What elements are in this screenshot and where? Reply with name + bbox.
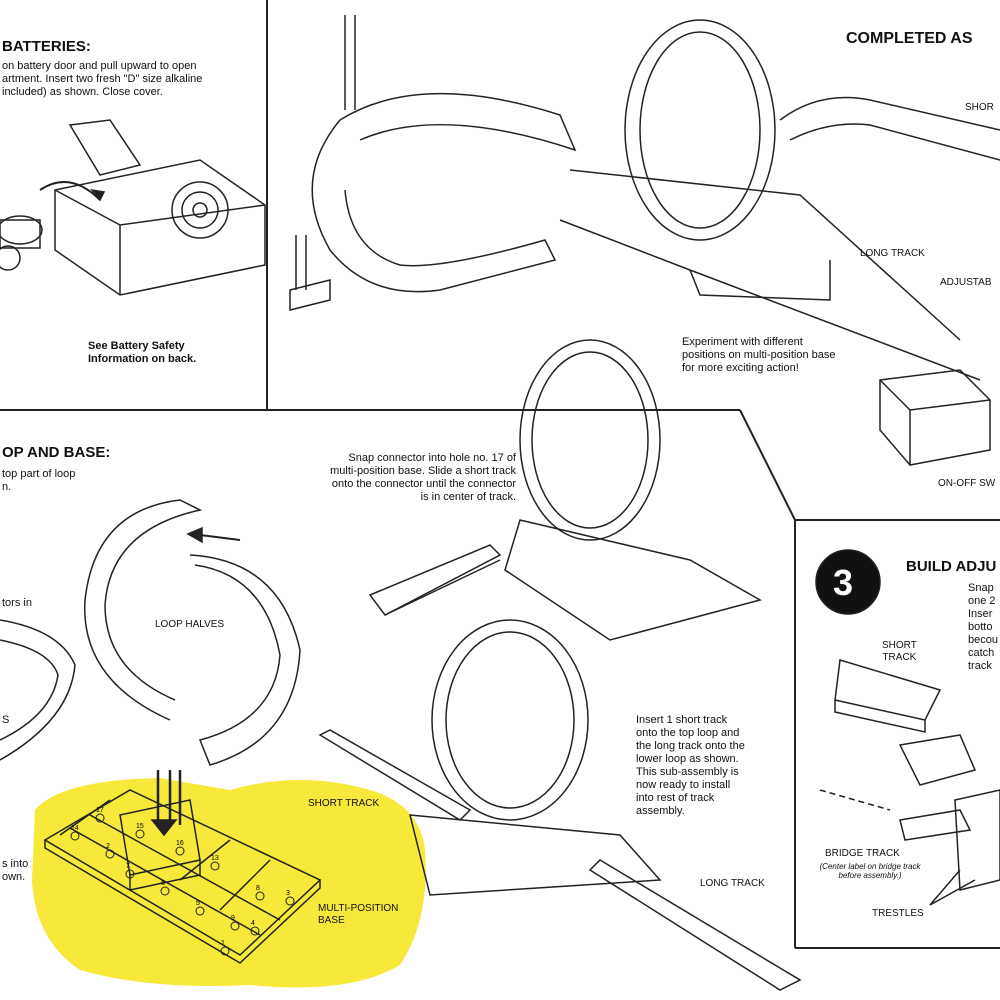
subassembly-drawing: [318, 619, 802, 991]
base-hole-number: 3: [286, 890, 290, 897]
highlight-marker: [32, 778, 426, 988]
onoff-switch-label: ON-OFF SW: [938, 478, 996, 489]
base-hole-number: 6: [161, 880, 165, 887]
batteries-heading: BATTERIES:: [2, 38, 91, 55]
batteries-instructions: on battery door and pull upward to open …: [2, 60, 203, 98]
loop-halves-drawing: [0, 499, 301, 837]
loop-base-instructions: top part of loop n.: [2, 468, 76, 493]
battery-safety-note: See Battery Safety Information on back.: [88, 340, 197, 365]
step3-number-badge: [815, 549, 881, 615]
base-hole: [250, 926, 260, 936]
base-hole-number: 5: [196, 900, 200, 907]
insert-instructions: Insert 1 short track onto the top loop a…: [636, 714, 745, 817]
base-hole: [135, 829, 145, 839]
trestles-label: TRESTLES: [872, 908, 924, 919]
base-hole-number: 16: [176, 840, 184, 847]
base-hole-number: 4: [251, 920, 255, 927]
step3-short-track-label: SHORT TRACK: [882, 640, 917, 663]
battery-unit-drawing: [0, 119, 266, 296]
base-hole-number: 14: [71, 825, 79, 832]
step3-drawing: [815, 549, 1000, 906]
base-hole-number: 9: [231, 915, 235, 922]
bridge-track-caption: (Center label on bridge track before ass…: [819, 862, 921, 880]
base-hole-number: 17: [96, 807, 104, 814]
multi-position-base-label: MULTI-POSITION BASE: [318, 903, 399, 926]
loop-base-side-text-2: s into own.: [2, 858, 29, 883]
base-hole: [195, 906, 205, 916]
base-hole-number: 8: [256, 885, 260, 892]
completed-long-track-label: LONG TRACK: [860, 248, 925, 259]
completed-heading: COMPLETED AS: [846, 30, 973, 47]
base-hole: [230, 921, 240, 931]
insert-long-track-label: LONG TRACK: [700, 878, 765, 889]
loop-base-heading: OP AND BASE:: [2, 444, 111, 461]
base-hole: [220, 946, 230, 956]
completed-short-label: SHOR: [965, 102, 994, 113]
short-track-label: SHORT TRACK: [308, 798, 380, 809]
step3-number: 3: [833, 562, 854, 603]
base-hole-number: 2: [106, 843, 110, 850]
bridge-track-label: BRIDGE TRACK: [825, 848, 900, 859]
base-hole-number: 1: [221, 940, 225, 947]
base-hole: [285, 896, 295, 906]
base-hole: [210, 861, 220, 871]
base-hole-number: 7: [126, 863, 130, 870]
completed-track-drawing: [289, 15, 1000, 466]
loop-base-side-text-1: tors in: [2, 597, 32, 609]
base-hole: [95, 813, 105, 823]
connector-loop-drawing: [368, 339, 762, 641]
base-hole: [125, 869, 135, 879]
loop-halves-label: LOOP HALVES: [155, 619, 225, 630]
connector-instructions: Snap connector into hole no. 17 of multi…: [330, 452, 516, 503]
base-hole: [175, 846, 185, 856]
loop-base-side-text-3: S: [2, 714, 10, 726]
multi-position-base-drawing: [43, 789, 322, 964]
base-hole-number: 13: [211, 855, 219, 862]
base-hole: [160, 886, 170, 896]
experiment-note: Experiment with different positions on m…: [682, 336, 836, 374]
completed-adjustable-label: ADJUSTAB: [940, 277, 992, 288]
base-hole: [70, 831, 80, 841]
base-hole-number: 15: [136, 823, 144, 830]
panel-divider: [739, 409, 796, 521]
base-hole: [105, 849, 115, 859]
base-hole: [255, 891, 265, 901]
step3-instructions: Snap one 2 Inser botto becou catch track: [968, 582, 998, 672]
step3-heading: BUILD ADJU: [906, 558, 997, 575]
